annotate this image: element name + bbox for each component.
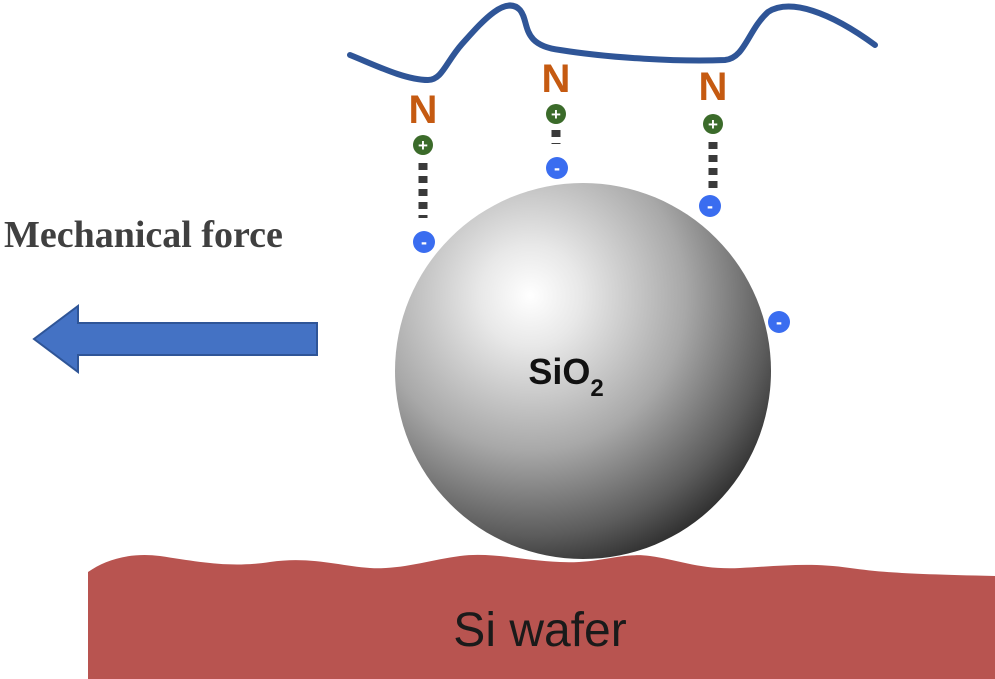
- plus-charge-icon: [413, 135, 433, 155]
- left-arrow-icon: [32, 304, 318, 374]
- si-wafer: [88, 554, 995, 679]
- svg-text:+: +: [418, 136, 428, 155]
- amine-site-2: N + -: [542, 57, 571, 179]
- svg-text:-: -: [421, 232, 427, 252]
- amine-site-1: N + -: [409, 88, 438, 253]
- sio2-particle: [395, 183, 771, 559]
- svg-text:+: +: [708, 115, 718, 134]
- svg-text:-: -: [776, 312, 782, 332]
- surface-charge: -: [768, 311, 790, 333]
- nitrogen-atom-2: N: [542, 57, 571, 101]
- minus-charge-icon: [699, 195, 721, 217]
- plus-charge-icon: [703, 114, 723, 134]
- nitrogen-atom-1: N: [409, 88, 438, 132]
- polymer-chain: [347, 2, 878, 84]
- svg-text:+: +: [551, 105, 561, 124]
- sio2-label: SiO2: [528, 351, 603, 402]
- minus-charge-icon: [546, 157, 568, 179]
- svg-text:-: -: [554, 158, 560, 178]
- minus-charge-icon: [413, 231, 435, 253]
- nitrogen-atom-3: N: [699, 65, 728, 109]
- svg-text:-: -: [707, 196, 713, 216]
- minus-charge-icon: [768, 311, 790, 333]
- mechanical-force-label: Mechanical force: [4, 214, 283, 256]
- amine-site-3: N + -: [699, 65, 728, 217]
- plus-charge-icon: [546, 104, 566, 124]
- si-wafer-label: Si wafer: [453, 604, 626, 657]
